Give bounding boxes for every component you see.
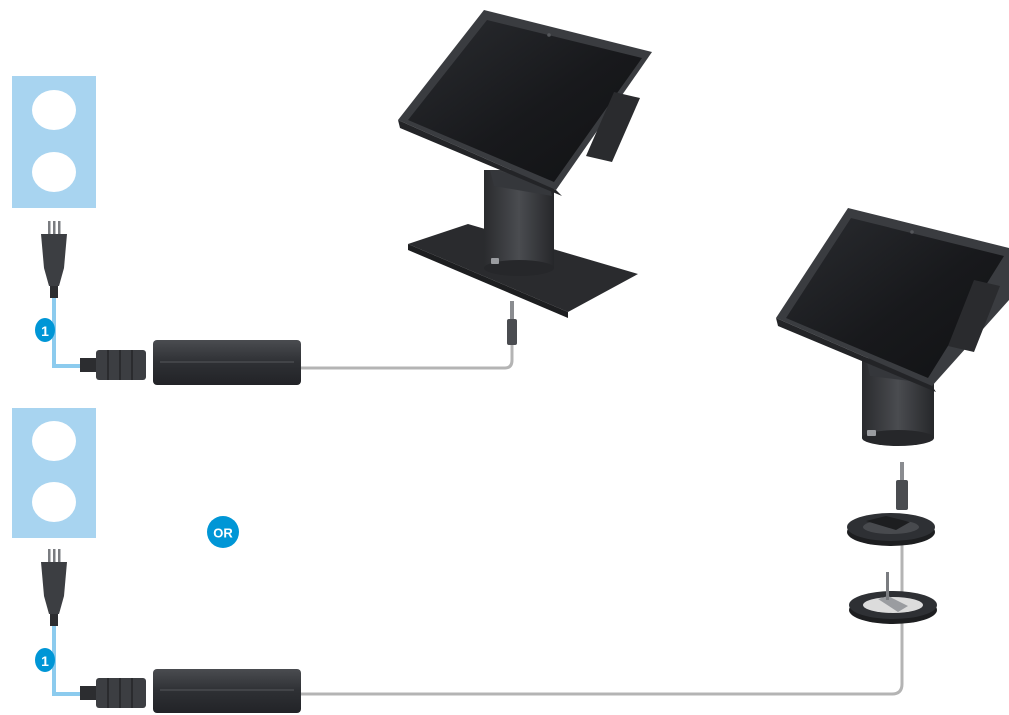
dc-cable [301, 344, 514, 370]
callout-number-text: 1 [41, 653, 49, 669]
mounting-grommet-icon [847, 513, 935, 546]
callout-line [52, 626, 100, 696]
power-adapter-icon [153, 669, 301, 713]
tablet-screen [408, 20, 642, 182]
wall-outlet-icon [12, 76, 96, 208]
bottom-configuration: 1 [12, 208, 1009, 713]
mounting-grommet-icon [849, 572, 937, 624]
callout-line [52, 298, 100, 368]
callout-number-1: 1 [35, 318, 55, 342]
tablet [398, 10, 652, 196]
callout-number-text: 1 [41, 323, 49, 339]
usb-c-connector-icon [896, 462, 908, 510]
dc-cable [301, 520, 904, 696]
tablet-screen [786, 218, 1004, 378]
power-plug-icon [41, 549, 67, 626]
tablet [776, 208, 1009, 392]
card-reader [948, 280, 1000, 352]
pos-tablet-on-stand-icon [776, 208, 1009, 446]
or-label: OR [213, 526, 233, 541]
ac-connector-icon [80, 350, 146, 380]
ac-connector-icon [80, 678, 146, 708]
pos-tablet-on-stand-icon [398, 10, 652, 318]
callout-number-1: 1 [35, 648, 55, 672]
or-callout: OR [207, 516, 239, 548]
usb-c-connector-icon [507, 301, 517, 345]
power-adapter-icon [153, 340, 301, 385]
power-plug-icon [41, 221, 67, 298]
top-configuration: 1 [12, 10, 652, 385]
wall-outlet-icon [12, 408, 96, 538]
card-reader [586, 92, 640, 162]
